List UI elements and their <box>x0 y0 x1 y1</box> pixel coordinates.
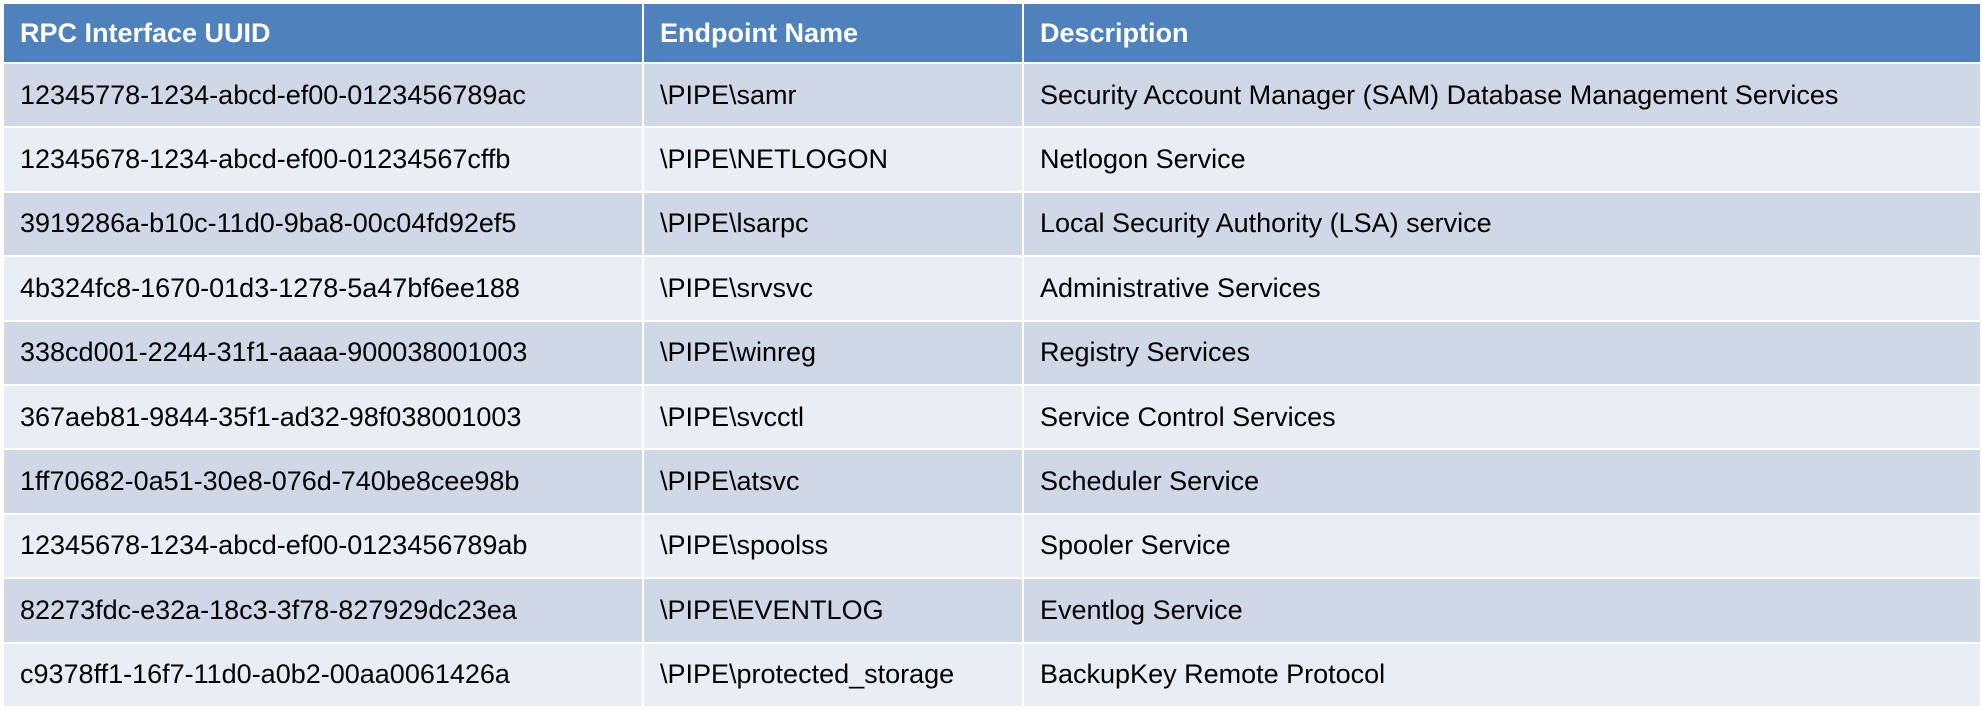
table-row: 12345678-1234-abcd-ef00-0123456789ab \PI… <box>2 512 1982 580</box>
table-row: 367aeb81-9844-35f1-ad32-98f038001003 \PI… <box>2 383 1982 451</box>
endpoint-cell: \PIPE\winreg <box>642 319 1024 386</box>
table-row: 1ff70682-0a51-30e8-076d-740be8cee98b \PI… <box>2 448 1982 515</box>
uuid-cell: 4b324fc8-1670-01d3-1278-5a47bf6ee188 <box>2 255 644 322</box>
description-cell: Eventlog Service <box>1022 577 1982 644</box>
table-row: 12345778-1234-abcd-ef00-0123456789ac \PI… <box>2 61 1982 129</box>
description-cell: Scheduler Service <box>1022 448 1982 515</box>
endpoint-cell: \PIPE\spoolss <box>642 512 1024 580</box>
column-header-endpoint: Endpoint Name <box>642 2 1024 64</box>
uuid-cell: 338cd001-2244-31f1-aaaa-900038001003 <box>2 319 644 386</box>
table-row: c9378ff1-16f7-11d0-a0b2-00aa0061426a \PI… <box>2 641 1982 709</box>
description-cell: Netlogon Service <box>1022 126 1982 193</box>
uuid-cell: 3919286a-b10c-11d0-9ba8-00c04fd92ef5 <box>2 190 644 258</box>
description-cell: Local Security Authority (LSA) service <box>1022 190 1982 258</box>
uuid-cell: 367aeb81-9844-35f1-ad32-98f038001003 <box>2 383 644 451</box>
uuid-cell: 82273fdc-e32a-18c3-3f78-827929dc23ea <box>2 577 644 644</box>
uuid-cell: c9378ff1-16f7-11d0-a0b2-00aa0061426a <box>2 641 644 709</box>
table-row: 4b324fc8-1670-01d3-1278-5a47bf6ee188 \PI… <box>2 255 1982 322</box>
endpoint-cell: \PIPE\srvsvc <box>642 255 1024 322</box>
header-row: RPC Interface UUID Endpoint Name Descrip… <box>2 2 1982 64</box>
endpoint-cell: \PIPE\protected_storage <box>642 641 1024 709</box>
table-row: 12345678-1234-abcd-ef00-01234567cffb \PI… <box>2 126 1982 193</box>
column-header-uuid: RPC Interface UUID <box>2 2 644 64</box>
endpoint-cell: \PIPE\samr <box>642 61 1024 129</box>
uuid-cell: 12345678-1234-abcd-ef00-01234567cffb <box>2 126 644 193</box>
description-cell: Security Account Manager (SAM) Database … <box>1022 61 1982 129</box>
uuid-cell: 12345778-1234-abcd-ef00-0123456789ac <box>2 61 644 129</box>
description-cell: Service Control Services <box>1022 383 1982 451</box>
table-row: 3919286a-b10c-11d0-9ba8-00c04fd92ef5 \PI… <box>2 190 1982 258</box>
endpoint-cell: \PIPE\atsvc <box>642 448 1024 515</box>
table-body: 12345778-1234-abcd-ef00-0123456789ac \PI… <box>2 61 1982 709</box>
endpoint-cell: \PIPE\NETLOGON <box>642 126 1024 193</box>
description-cell: Registry Services <box>1022 319 1982 386</box>
uuid-cell: 12345678-1234-abcd-ef00-0123456789ab <box>2 512 644 580</box>
description-cell: Spooler Service <box>1022 512 1982 580</box>
column-header-description: Description <box>1022 2 1982 64</box>
uuid-cell: 1ff70682-0a51-30e8-076d-740be8cee98b <box>2 448 644 515</box>
description-cell: Administrative Services <box>1022 255 1982 322</box>
table-row: 82273fdc-e32a-18c3-3f78-827929dc23ea \PI… <box>2 577 1982 644</box>
endpoint-cell: \PIPE\EVENTLOG <box>642 577 1024 644</box>
table-header: RPC Interface UUID Endpoint Name Descrip… <box>2 2 1982 64</box>
endpoint-cell: \PIPE\svcctl <box>642 383 1024 451</box>
table-row: 338cd001-2244-31f1-aaaa-900038001003 \PI… <box>2 319 1982 386</box>
endpoint-cell: \PIPE\lsarpc <box>642 190 1024 258</box>
description-cell: BackupKey Remote Protocol <box>1022 641 1982 709</box>
